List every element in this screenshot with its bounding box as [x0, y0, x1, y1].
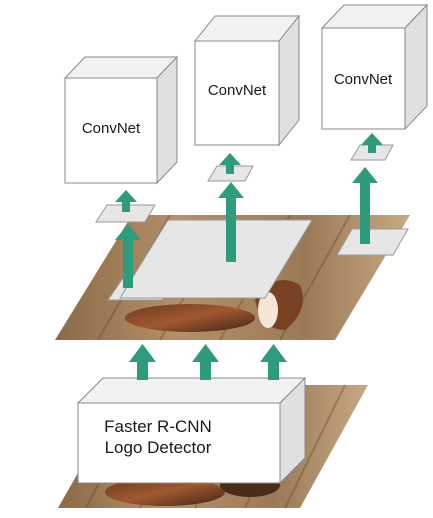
convnet-box-2: ConvNet — [193, 14, 301, 147]
detector-arrows — [129, 344, 287, 380]
detector-label-line2: Logo Detector — [105, 438, 212, 457]
up-arrow-icon — [218, 182, 244, 262]
detector-box: Faster R-CNN Logo Detector — [76, 376, 307, 485]
detected-region — [119, 219, 313, 299]
crop-arrows — [115, 133, 383, 212]
up-arrow-icon — [361, 133, 383, 153]
detection-image-plane — [55, 214, 410, 341]
convnet-label: ConvNet — [208, 82, 267, 99]
convnet-box-3: ConvNet — [320, 3, 429, 131]
up-arrow-icon — [115, 224, 141, 288]
convnet-label: ConvNet — [334, 71, 393, 88]
up-arrow-icon — [219, 153, 241, 174]
detector-label-line1: Faster R-CNN — [104, 417, 212, 436]
up-arrow-icon — [352, 167, 378, 244]
convnet-label: ConvNet — [82, 120, 141, 137]
up-arrow-icon — [192, 344, 219, 380]
region-arrows — [115, 167, 378, 288]
convnet-box-1: ConvNet — [63, 55, 179, 185]
up-arrow-icon — [129, 344, 156, 380]
detected-region — [336, 228, 409, 256]
up-arrow-icon — [260, 344, 287, 380]
region-crop — [95, 204, 156, 223]
up-arrow-icon — [115, 190, 137, 212]
